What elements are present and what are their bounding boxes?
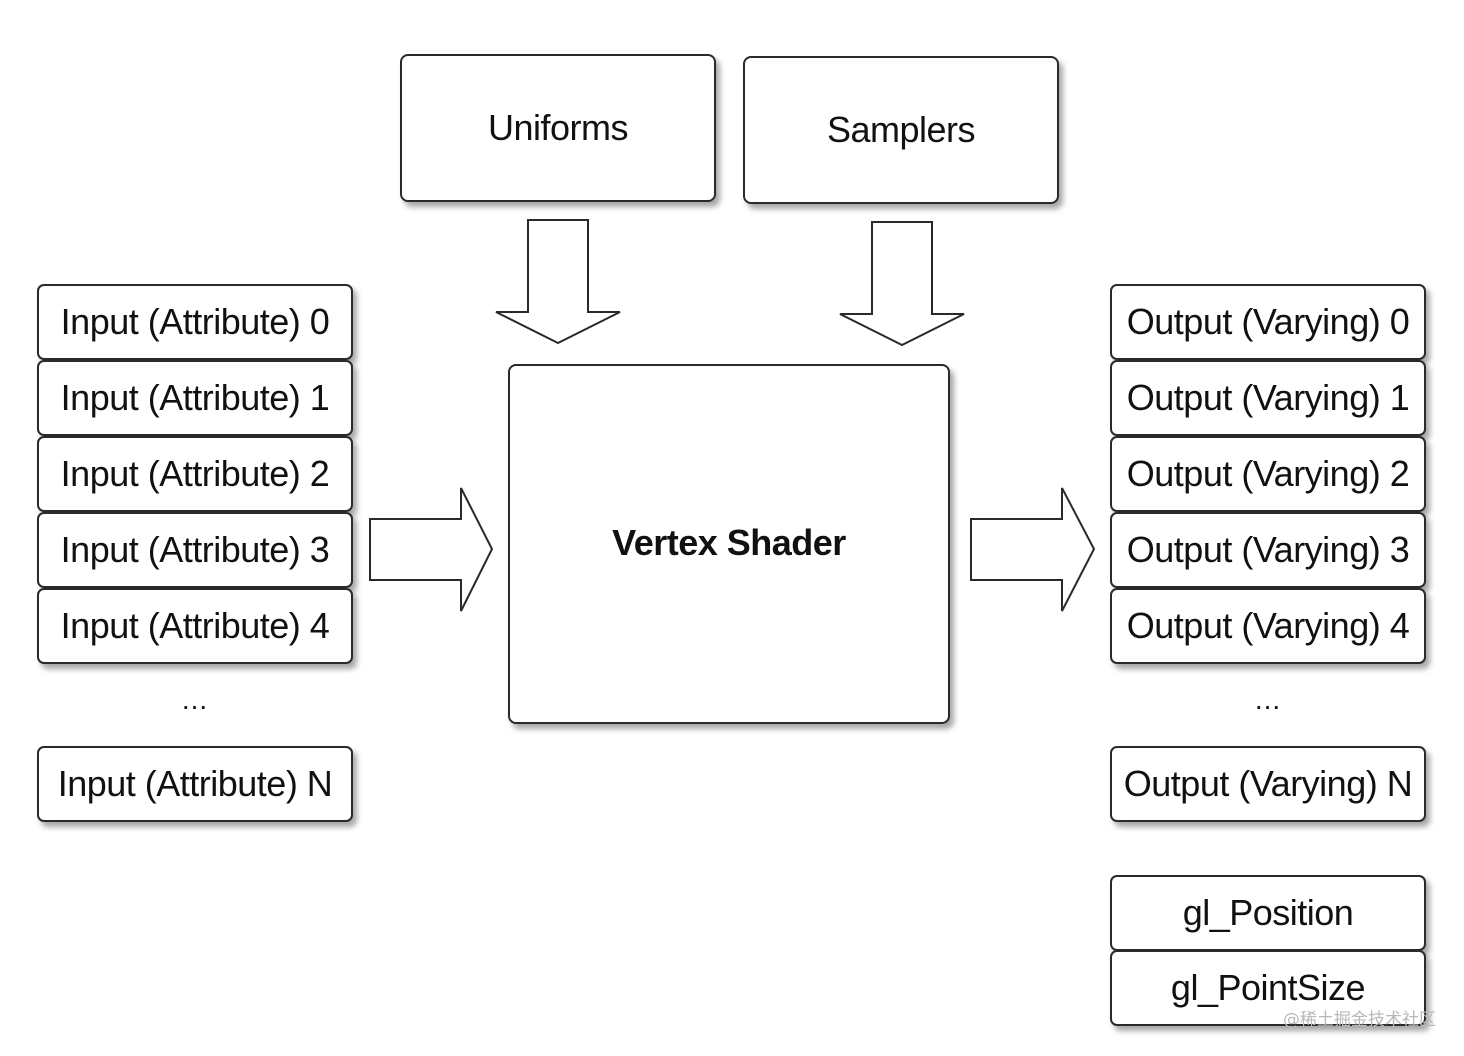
output-varying-box: Output (Varying) 2 xyxy=(1110,436,1426,512)
output-varying-label: Output (Varying) 0 xyxy=(1126,301,1410,342)
outputs-right-arrow xyxy=(970,487,1096,612)
uniforms-label: Uniforms xyxy=(487,107,629,148)
output-varying-box: Output (Varying) 3 xyxy=(1110,512,1426,588)
input-attribute-n-label: Input (Attribute) N xyxy=(57,763,333,804)
output-varying-label: Output (Varying) 1 xyxy=(1126,377,1410,418)
vertex-shader-label: Vertex Shader xyxy=(612,522,846,563)
gl-position-box: gl_Position xyxy=(1110,875,1426,951)
uniforms-box: Uniforms xyxy=(400,54,716,202)
input-attribute-box: Input (Attribute) 4 xyxy=(37,588,353,664)
output-varying-box: Output (Varying) 1 xyxy=(1110,360,1426,436)
samplers-down-arrow xyxy=(839,221,965,347)
output-varying-label: Output (Varying) 2 xyxy=(1126,453,1410,494)
gl-position-label: gl_Position xyxy=(1182,892,1354,933)
input-attribute-label: Input (Attribute) 0 xyxy=(60,301,330,342)
output-varying-label: Output (Varying) 3 xyxy=(1126,529,1410,570)
samplers-box: Samplers xyxy=(743,56,1059,204)
gl-point-size-box: gl_PointSize xyxy=(1110,950,1426,1026)
input-attribute-box: Input (Attribute) 3 xyxy=(37,512,353,588)
output-varying-box: Output (Varying) 4 xyxy=(1110,588,1426,664)
gl-point-size-label: gl_PointSize xyxy=(1170,967,1366,1008)
output-varying-n-box: Output (Varying) N xyxy=(1110,746,1426,822)
input-attribute-label: Input (Attribute) 3 xyxy=(60,529,330,570)
watermark: @稀土掘金技术社区 xyxy=(1283,1010,1436,1030)
input-attribute-n-box: Input (Attribute) N xyxy=(37,746,353,822)
input-attribute-label: Input (Attribute) 1 xyxy=(60,377,330,418)
vertex-shader-box: Vertex Shader xyxy=(508,364,950,724)
output-varying-box: Output (Varying) 0 xyxy=(1110,284,1426,360)
inputs-ellipsis: ... xyxy=(181,684,209,715)
uniforms-down-arrow xyxy=(495,219,621,345)
input-attribute-box: Input (Attribute) 1 xyxy=(37,360,353,436)
input-attribute-box: Input (Attribute) 0 xyxy=(37,284,353,360)
samplers-label: Samplers xyxy=(826,109,976,150)
outputs-ellipsis: ... xyxy=(1254,684,1282,715)
output-varying-n-label: Output (Varying) N xyxy=(1123,763,1413,804)
inputs-right-arrow xyxy=(369,487,494,612)
input-attribute-label: Input (Attribute) 2 xyxy=(60,453,330,494)
input-attribute-box: Input (Attribute) 2 xyxy=(37,436,353,512)
output-varying-label: Output (Varying) 4 xyxy=(1126,605,1410,646)
input-attribute-label: Input (Attribute) 4 xyxy=(60,605,330,646)
